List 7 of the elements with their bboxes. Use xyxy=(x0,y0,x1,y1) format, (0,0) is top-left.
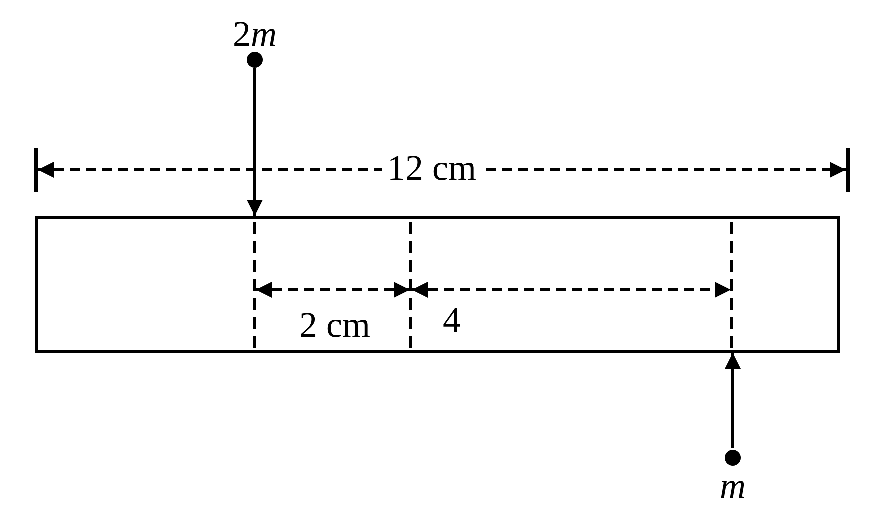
arrow xyxy=(725,353,741,448)
mass-label: m xyxy=(719,466,747,506)
mass-label: 2m xyxy=(232,14,278,54)
bar xyxy=(35,216,840,353)
arrow xyxy=(247,68,263,216)
dimension-label: 4 xyxy=(443,300,461,340)
dimension-label: 2 cm xyxy=(300,305,370,345)
